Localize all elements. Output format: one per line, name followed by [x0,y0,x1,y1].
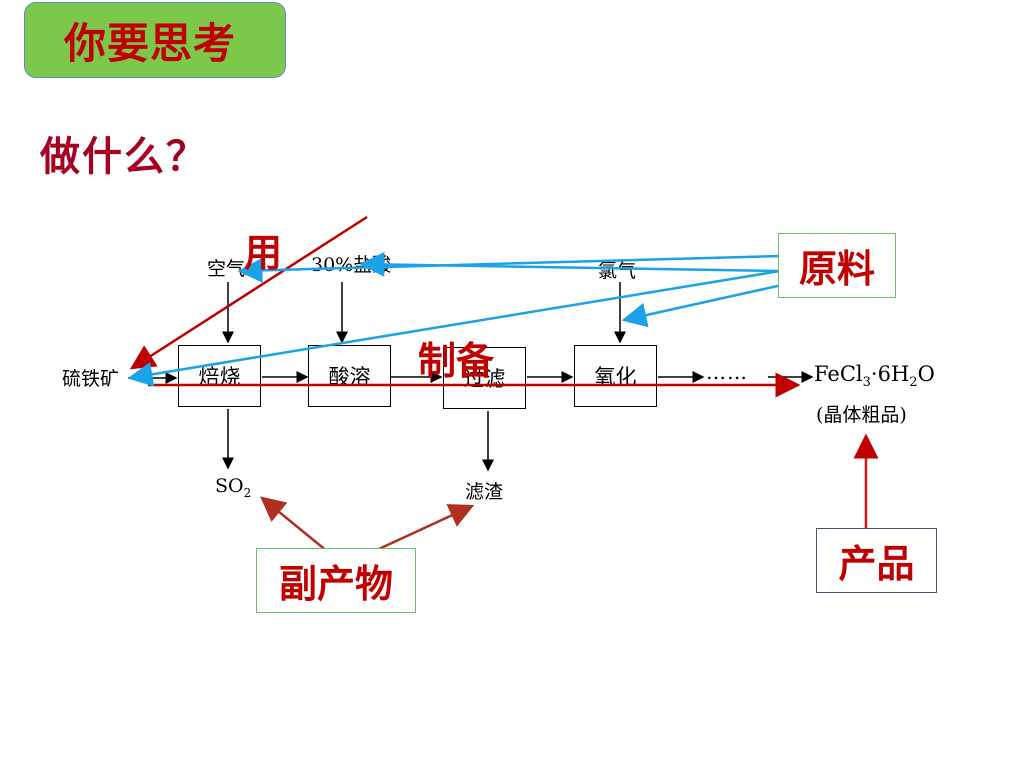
raw-to-acid-arrow [359,251,781,277]
ellipsis: …… [706,360,748,384]
product-box: 产品 [816,528,937,593]
output-so2: SO2 [215,475,251,500]
raw-to-ore-arrow [127,269,781,387]
formula-part-6h: ·6H [870,362,910,386]
so2-text: SO [215,475,244,497]
formula-sub-2: 2 [909,375,918,391]
title-box [24,2,286,78]
question-heading: 做什么？ [40,134,208,180]
raw-materials-box: 原料 [778,233,896,298]
raw-to-chlorine-arrow [621,279,801,328]
byproducts-label: 副产物 [278,562,393,606]
formula-part-fecl: FeCl [814,362,863,386]
step-dissolve: 酸溶 [308,345,391,407]
step-filter-label: 过滤 [463,367,506,391]
formula-sub-3: 3 [862,375,871,391]
step-filter: 过滤 [443,347,526,409]
use-red-arrow [129,215,368,370]
input-chlorine: 氯气 [598,260,637,282]
step-roast: 焙烧 [178,345,261,407]
slide-title: 你要思考 [64,19,237,68]
product-label: 产品 [838,542,915,586]
product-note: (晶体粗品) [816,404,907,426]
raw-to-air-arrow [237,254,781,283]
product-formula: FeCl3·6H2O [814,362,935,390]
formula-part-o: O [917,362,935,386]
byproducts-box: 副产物 [256,548,416,613]
so2-subscript: 2 [243,485,252,500]
raw-materials-label: 原料 [798,247,875,291]
prepare-label: 制备 [418,339,495,383]
start-material: 硫铁矿 [62,368,120,390]
input-air: 空气 [207,258,246,280]
use-label: 用 [244,231,283,275]
output-residue: 滤渣 [465,481,504,503]
